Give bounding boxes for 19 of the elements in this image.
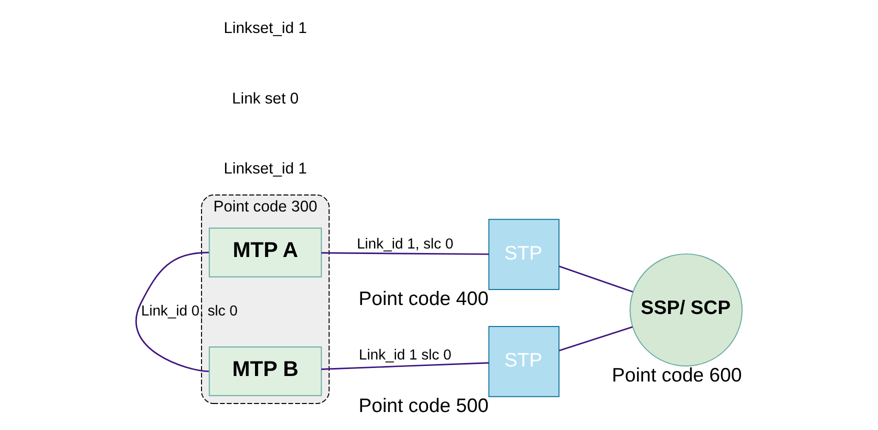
label: Linkset_id 1 xyxy=(224,20,307,38)
node-label: Point code 400 xyxy=(358,288,489,310)
connector xyxy=(559,266,634,293)
edge-label: Link_id 0, slc 0 xyxy=(141,303,238,320)
edge-label: Link_id 1, slc 0 xyxy=(356,236,454,253)
connector xyxy=(136,252,209,372)
connector xyxy=(321,252,489,255)
label: Linkset_id 1 xyxy=(224,160,307,178)
node-box: STP xyxy=(488,326,560,398)
node-label: Point code 600 xyxy=(612,364,742,387)
node-box: MTP A xyxy=(208,228,322,278)
node-box: STP xyxy=(488,218,560,290)
edge-label: Link_id 1 slc 0 xyxy=(358,348,452,364)
node-label: Point code 500 xyxy=(358,395,489,418)
connector xyxy=(559,326,633,352)
node-circle: SSP/ SCP xyxy=(630,253,743,366)
node-box: MTP B xyxy=(208,346,322,396)
connector xyxy=(321,362,489,370)
label: Link set 0 xyxy=(232,90,299,108)
